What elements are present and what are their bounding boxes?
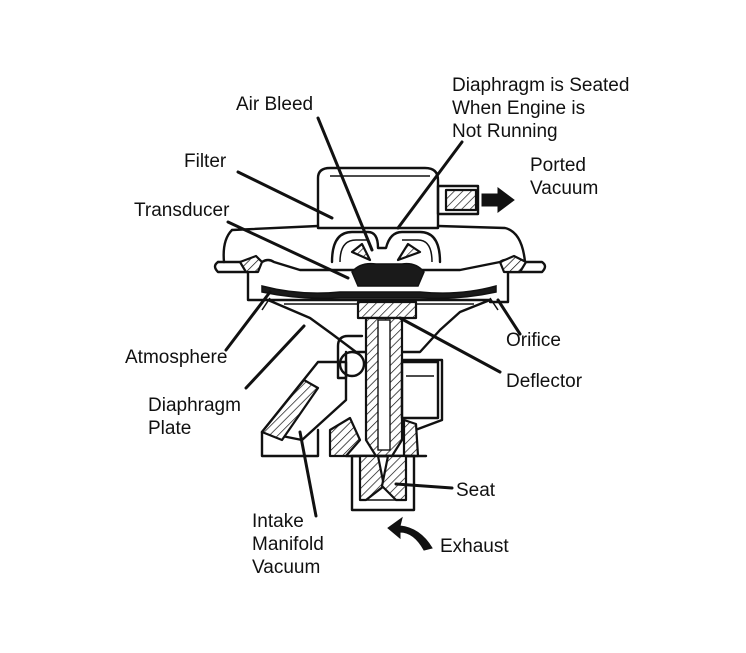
diaphragm-plate-label: Diaphragm Plate — [148, 394, 241, 440]
diaphragm-plate-line-1: Diaphragm — [148, 395, 241, 416]
deflector-label: Deflector — [506, 371, 583, 392]
diaphragm-seated-leader — [396, 140, 464, 230]
upper-housing — [222, 166, 527, 264]
intake-leader — [298, 430, 318, 518]
ported-vacuum-line-1: Ported — [530, 155, 586, 176]
deflector-leader — [398, 316, 502, 374]
orifice-label: Orifice — [506, 330, 561, 351]
exhaust-label: Exhaust — [440, 536, 509, 557]
seat-port — [350, 454, 416, 512]
exhaust-arrow — [387, 516, 433, 551]
orifice-leader — [496, 298, 522, 336]
seat-label: Seat — [456, 480, 496, 501]
diaphragm-plate-cone — [261, 297, 499, 354]
intake-line-1: Intake — [252, 511, 304, 532]
air-bleed-label: Air Bleed — [236, 94, 314, 115]
valve-body — [260, 316, 444, 458]
transducer-label: Transducer — [134, 200, 230, 221]
intake-line-3: Vacuum — [252, 557, 321, 578]
diaphragm-seated-label: Diaphragm is Seated When Engine is Not R… — [452, 74, 629, 143]
diaphragm-seated-line-1: Diaphragm is Seated — [452, 75, 630, 96]
transducer-leader — [226, 220, 350, 280]
ported-vacuum-label: Ported Vacuum — [530, 154, 598, 200]
ported-vacuum-fitting — [436, 184, 515, 216]
intake-manifold-label: Intake Manifold Vacuum — [252, 510, 324, 579]
ported-vacuum-line-2: Vacuum — [530, 178, 599, 199]
filter-leader — [236, 170, 334, 220]
intake-line-2: Manifold — [252, 534, 324, 555]
seat-leader — [394, 482, 454, 490]
diaphragm-plate-line-2: Plate — [148, 418, 192, 439]
filter-label: Filter — [184, 151, 227, 172]
transducer-cap — [330, 230, 442, 264]
atmosphere-leader — [224, 290, 272, 352]
diaphragm-housing — [213, 254, 547, 304]
diaphragm-seated-line-3: Not Running — [452, 121, 558, 142]
diaphragm-plate-leader — [244, 324, 306, 390]
diaphragm-seated-line-2: When Engine is — [452, 98, 586, 119]
atmosphere-label: Atmosphere — [125, 347, 228, 368]
air-bleed-leader — [316, 116, 374, 252]
